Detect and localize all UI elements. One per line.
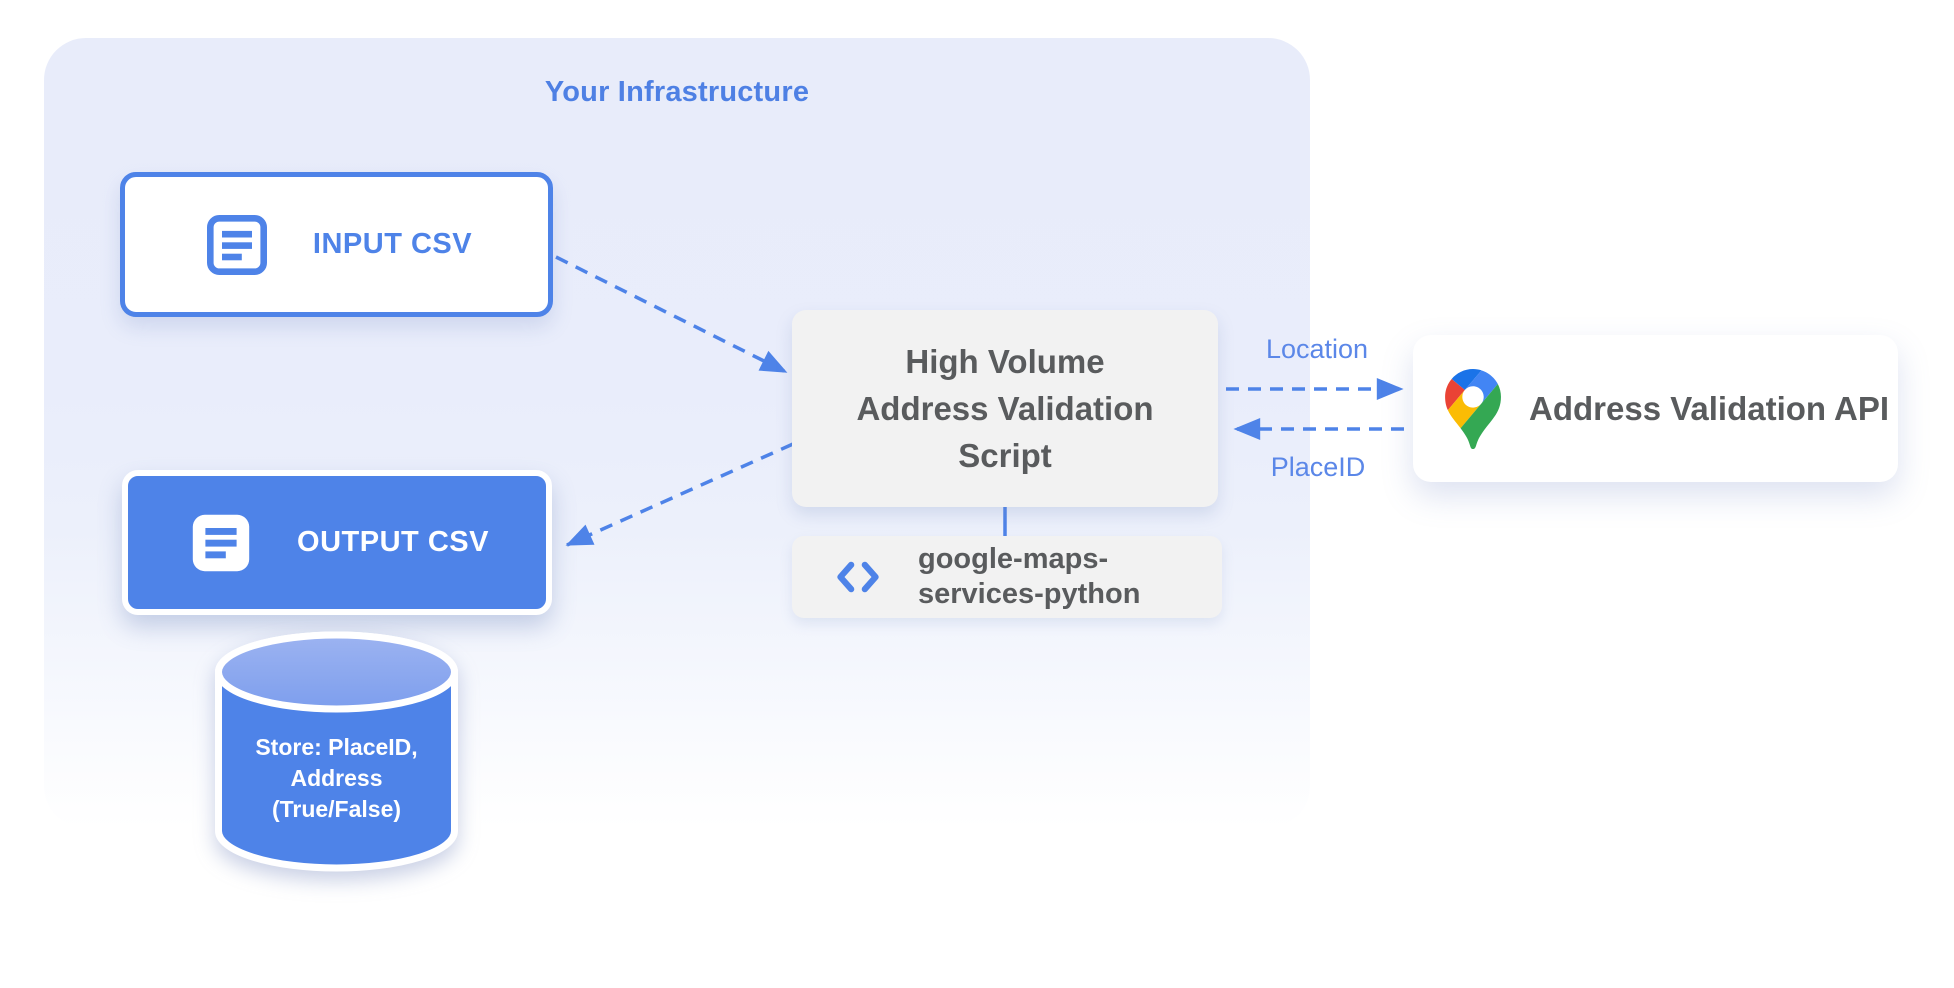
datastore-label-line1: Store: PlaceID, [255,734,418,760]
code-icon [834,558,882,596]
google-maps-pin-icon [1445,368,1501,449]
script-node: High Volume Address Validation Script [792,310,1218,507]
input-csv-label: INPUT CSV [312,228,473,260]
output-csv-label: OUTPUT CSV [297,526,489,558]
output-csv-node: OUTPUT CSV [122,470,552,615]
script-label-line3: Script [958,437,1052,474]
input-csv-node: INPUT CSV [120,172,553,317]
cylinder-shape [215,631,458,872]
datastore-label-line2: Address [290,765,383,791]
datastore-label-line3: (True/False) [271,796,402,822]
document-icon [185,507,257,579]
api-label: Address Validation API [1529,389,1890,427]
infrastructure-title: Your Infrastructure [544,76,810,108]
api-node: Address Validation API [1413,335,1898,482]
library-node: google-maps- services-python [792,536,1222,618]
script-label-line2: Address Validation [856,390,1154,427]
script-label-line1: High Volume [905,343,1105,380]
placeid-edge-label: PlaceID [1270,452,1366,482]
library-label-line2: services-python [918,578,1141,610]
location-edge-label: Location [1265,334,1369,364]
document-icon [201,209,273,281]
library-label-line1: google-maps- [918,543,1109,575]
datastore-cylinder: Store: PlaceID, Address (True/False) [213,631,460,877]
